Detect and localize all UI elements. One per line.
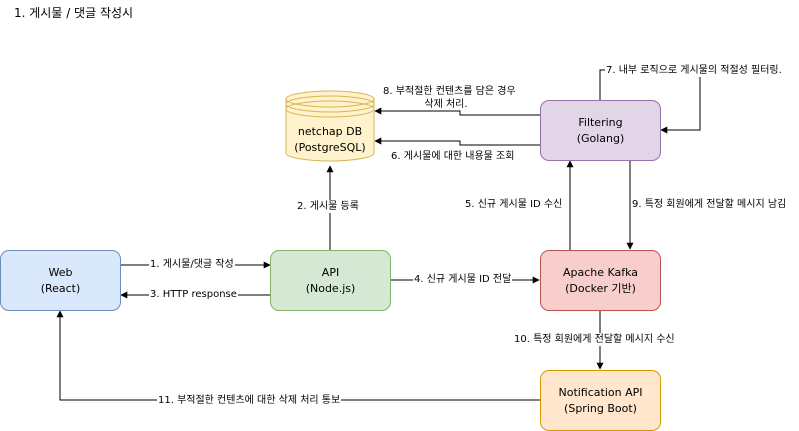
filtering-node-title: Filtering <box>578 115 623 129</box>
edge-8-arrow <box>374 107 540 116</box>
web-node-tech: (React) <box>40 281 81 295</box>
diagram-title: 1. 게시물 / 댓글 작성시 <box>14 6 134 20</box>
web-node-title: Web <box>48 265 73 279</box>
notification-node: Notification API (Spring Boot) <box>540 370 661 431</box>
filtering-node: Filtering (Golang) <box>540 100 661 161</box>
notification-node-tech: (Spring Boot) <box>564 401 637 415</box>
db-cylinder <box>285 90 375 162</box>
edge-11-arrow <box>56 310 540 401</box>
edge-8-label-line2: 삭제 처리. <box>424 99 468 110</box>
web-node: Web (React) <box>0 250 121 311</box>
edge-1-label: 1. 게시물/댓글 작성 <box>149 258 235 271</box>
edge-6-label: 6. 게시물에 대한 내용물 조회 <box>390 150 516 163</box>
api-node: API (Node.js) <box>270 250 391 311</box>
kafka-node-title: Apache Kafka <box>562 265 639 279</box>
edge-6-arrow <box>374 137 540 146</box>
edge-11-label: 11. 부적절한 컨텐츠에 대한 삭제 처리 통보 <box>157 394 342 407</box>
kafka-node: Apache Kafka (Docker 기반) <box>540 250 661 311</box>
db-name: netchap DB <box>297 125 363 138</box>
edge-3-label: 3. HTTP response <box>149 288 238 301</box>
api-node-title: API <box>321 265 340 279</box>
edge-8-label-line1: 8. 부적절한 컨텐츠를 담은 경우 <box>383 86 516 97</box>
db-engine: (PostgreSQL) <box>294 141 366 154</box>
kafka-node-tech: (Docker 기반) <box>565 281 636 295</box>
api-node-tech: (Node.js) <box>305 281 356 295</box>
edge-8-label: 8. 부적절한 컨텐츠를 담은 경우 삭제 처리. <box>382 85 516 111</box>
db-label: netchap DB (PostgreSQL) <box>286 124 374 156</box>
edge-7-label: 7. 내부 로직으로 게시물의 적절성 필터링. <box>605 64 783 77</box>
edge-2-label: 2. 게시물 등록 <box>296 200 360 213</box>
edge-10-label: 10. 특정 회원에게 전달할 메시지 수신 <box>513 333 676 346</box>
notification-node-title: Notification API <box>558 385 643 399</box>
edge-5-label: 5. 신규 게시물 ID 수신 <box>464 198 564 211</box>
edge-4-label: 4. 신규 게시물 ID 전달 <box>413 273 513 286</box>
edge-9-label: 9. 특정 회원에게 전달할 메시지 남김 <box>631 198 788 211</box>
filtering-node-tech: (Golang) <box>576 131 625 145</box>
